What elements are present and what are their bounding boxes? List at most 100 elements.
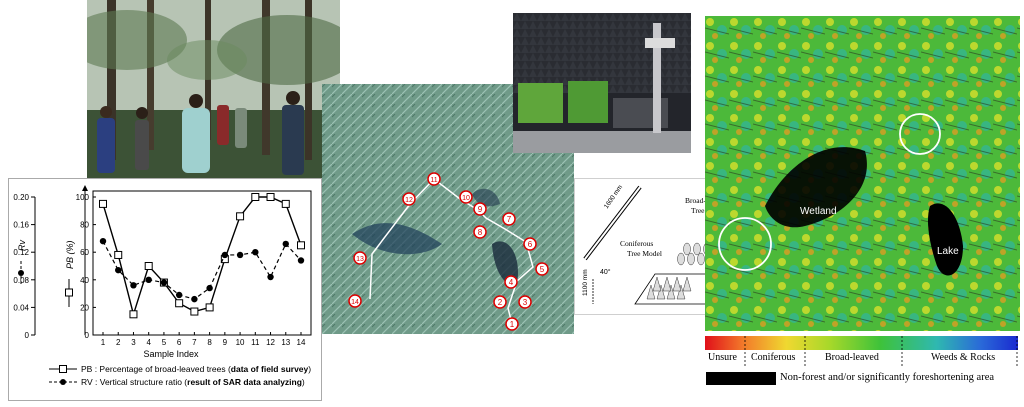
- legend-rv: RV : Vertical structure ratio (result of…: [81, 377, 305, 387]
- wetland-label: Wetland: [800, 206, 837, 217]
- pb-point: [266, 193, 275, 201]
- x-tick-label: 3: [131, 338, 136, 347]
- y-left-tick-label: 0.20: [13, 193, 29, 202]
- chart-axes: 00.040.080.120.160.200204060801001234567…: [13, 185, 312, 347]
- x-tick-label: 11: [251, 338, 260, 347]
- sar-sample-points: 1 2 3 4 5 6 7 8 9 10 11 12 13 14: [348, 172, 549, 331]
- sample-point-6: 6: [523, 237, 537, 251]
- sample-point-1: 1: [505, 317, 519, 331]
- y-right-tick-label: 0: [85, 331, 90, 340]
- pb-axis-glyph: [65, 279, 73, 307]
- y-left-tick-label: 0.12: [13, 248, 29, 257]
- x-tick-label: 5: [162, 338, 167, 347]
- lab-scene: [513, 13, 691, 153]
- rv-point: [175, 291, 183, 299]
- sample-point-12: 12: [402, 192, 416, 206]
- pb-point: [281, 199, 290, 208]
- forest-classification-map: Wetland Lake: [705, 16, 1020, 331]
- sample-point-2: 2: [493, 295, 507, 309]
- svg-text:3: 3: [523, 298, 528, 307]
- rv-point: [130, 282, 137, 289]
- sample-point-11: 11: [427, 172, 441, 186]
- pb-point: [129, 310, 138, 319]
- sample-point-7: 7: [502, 212, 516, 226]
- x-tick-label: 14: [297, 338, 306, 347]
- pb-point: [297, 241, 305, 250]
- x-tick-label: 9: [223, 338, 228, 347]
- anechoic-chamber-photo: [513, 13, 691, 153]
- svg-text:2: 2: [498, 298, 503, 307]
- x-tick-label: 13: [281, 338, 290, 347]
- rv-point: [236, 251, 244, 259]
- y-axis-right-label: PB (%): [65, 240, 75, 269]
- pb-series-line: [102, 196, 302, 317]
- x-tick-label: 4: [146, 338, 151, 347]
- svg-text:8: 8: [478, 228, 483, 237]
- y-left-tick-label: 0.16: [13, 221, 29, 230]
- sample-point-9: 9: [473, 202, 487, 216]
- colorbar-labels: Unsure Coniferous Broad-leaved Weeds & R…: [705, 352, 1018, 366]
- svg-text:6: 6: [528, 240, 533, 249]
- rv-point: [267, 273, 274, 281]
- colorbar-label-unsure: Unsure: [708, 352, 737, 363]
- lake-label: Lake: [937, 246, 959, 257]
- x-axis-label: Sample Index: [143, 349, 199, 359]
- forest-scene: [87, 0, 340, 188]
- rv-point: [297, 257, 305, 264]
- chart-legend: [49, 365, 77, 385]
- sample-point-13: 13: [353, 251, 367, 265]
- colorbar-label-broadleaved: Broad-leaved: [825, 352, 879, 363]
- sample-point-10: 10: [459, 190, 473, 204]
- chart-marks: [99, 193, 305, 319]
- sample-point-8: 8: [473, 225, 487, 239]
- rv-point: [99, 237, 107, 245]
- x-tick-label: 7: [192, 338, 197, 347]
- classification-raster: Wetland Lake: [705, 16, 1020, 331]
- svg-text:5: 5: [540, 265, 545, 274]
- x-tick-label: 8: [207, 338, 212, 347]
- pb-point: [144, 262, 153, 270]
- rv-point: [252, 249, 259, 256]
- y-left-tick-label: 0: [25, 331, 30, 340]
- pb-point: [114, 250, 123, 259]
- sample-point-14: 14: [348, 294, 362, 308]
- colorbar-label-coniferous: Coniferous: [751, 352, 796, 363]
- svg-text:40°: 40°: [600, 268, 611, 276]
- y-left-tick-label: 0.04: [13, 303, 29, 312]
- y-right-tick-label: 100: [76, 193, 90, 202]
- svg-text:7: 7: [507, 215, 512, 224]
- y-axis-arrow: [82, 185, 88, 191]
- rv-point: [221, 251, 229, 259]
- svg-text:10: 10: [462, 195, 470, 202]
- x-tick-label: 12: [266, 338, 275, 347]
- pb-point: [205, 303, 214, 312]
- pb-rv-chart: 00.040.080.120.160.200204060801001234567…: [8, 178, 322, 401]
- pb-point: [236, 212, 245, 221]
- colorbar-dividers: [744, 336, 1018, 366]
- y-left-tick-label: 0.08: [13, 276, 29, 285]
- x-tick-label: 1: [101, 338, 106, 347]
- x-tick-label: 2: [116, 338, 121, 347]
- svg-text:13: 13: [356, 256, 364, 263]
- rv-point: [160, 279, 168, 286]
- pb-point: [251, 193, 260, 201]
- field-survey-photo: [87, 0, 340, 188]
- rv-point: [115, 266, 122, 274]
- svg-text:1100 mm: 1100 mm: [582, 269, 589, 296]
- pb-point: [190, 307, 199, 316]
- svg-text:11: 11: [430, 177, 437, 184]
- svg-text:1600 mm: 1600 mm: [603, 184, 624, 210]
- sample-point-3: 3: [518, 295, 532, 309]
- rv-point: [206, 284, 213, 292]
- x-tick-label: 6: [177, 338, 182, 347]
- y-axis-left-label: Rv: [17, 240, 27, 251]
- colorbar-label-weeds: Weeds & Rocks: [931, 352, 996, 363]
- svg-text:9: 9: [478, 205, 483, 214]
- svg-text:4: 4: [509, 278, 514, 287]
- nonforest-swatch: [706, 372, 776, 385]
- rv-series-line: [102, 240, 302, 300]
- sample-point-4: 4: [504, 275, 518, 289]
- pb-point: [175, 299, 184, 308]
- legend-pb: PB : Percentage of broad-leaved trees (d…: [81, 364, 312, 374]
